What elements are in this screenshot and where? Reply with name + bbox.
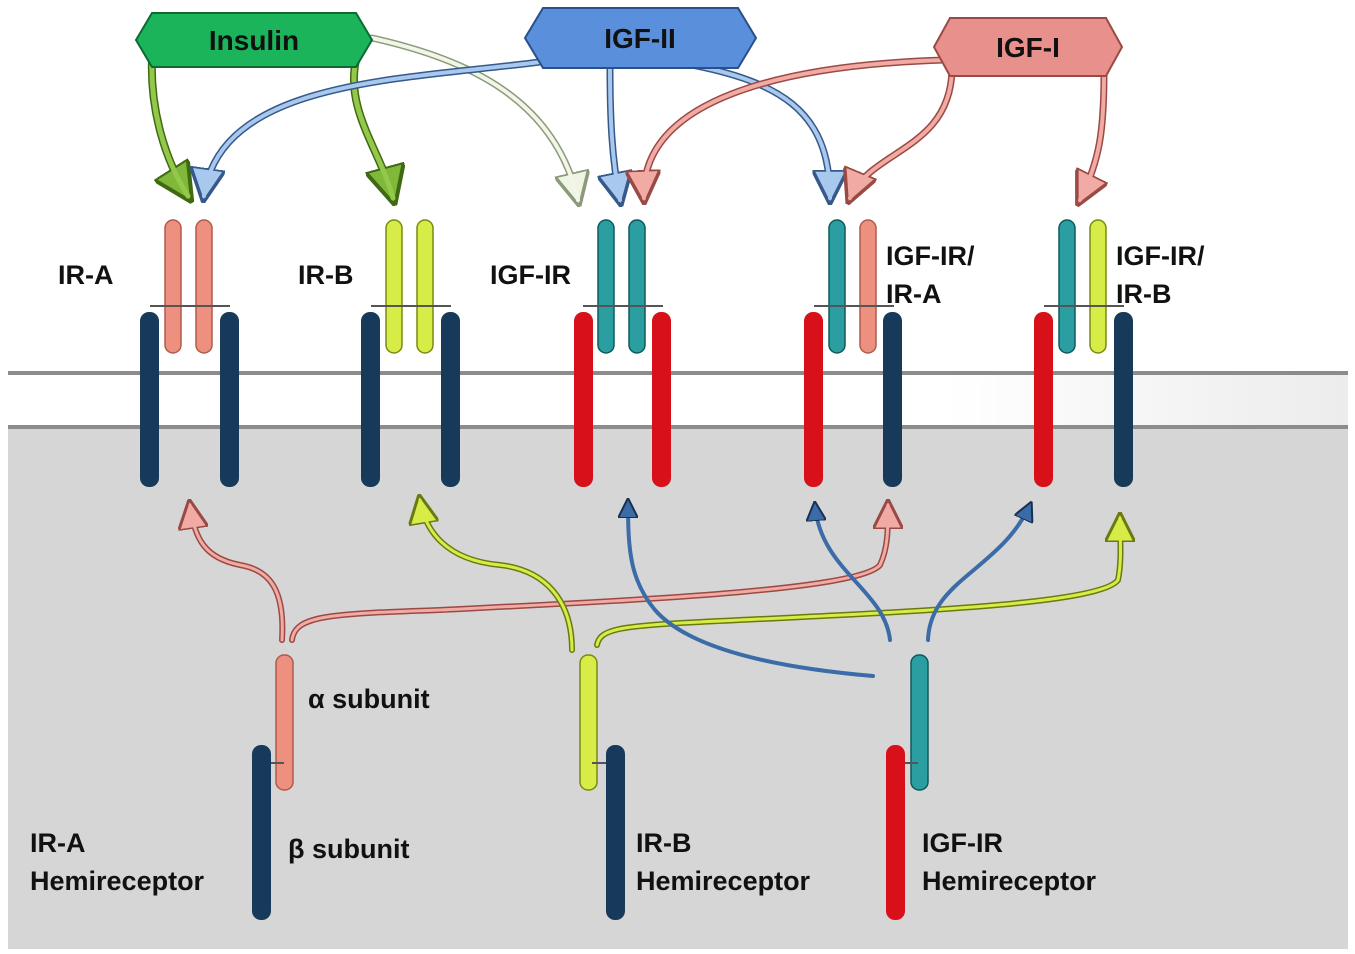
alpha-subunit [164,219,182,354]
receptor-igf-ir-ir-a-hybrid: IGF-IR/ IR-A [804,219,975,487]
ir-b-hemi-label-line2: Hemireceptor [636,866,811,896]
receptor-ir-b: IR-B [298,219,460,487]
beta-subunit [140,312,159,487]
hybrid-a-label-line1: IGF-IR/ [886,241,975,271]
beta-subunit-label: β subunit [288,834,409,864]
alpha-subunit [275,654,294,791]
beta-subunit [1114,312,1133,487]
hemireceptor-ir-b: IR-B Hemireceptor [579,654,811,920]
alpha-subunit [828,219,846,354]
assembly-arrows [190,500,1121,678]
beta-subunit [252,745,271,920]
alpha-subunit [1089,219,1107,354]
ir-b-hemi-label-line1: IR-B [636,828,692,858]
beta-subunit [361,312,380,487]
igf-ir-hemi-label-line1: IGF-IR [922,828,1003,858]
insulin-label: Insulin [209,25,299,56]
beta-subunit [606,745,625,920]
igf2-label: IGF-II [604,23,676,54]
receptor-ir-a: IR-A [58,219,239,487]
alpha-subunit [195,219,213,354]
beta-subunit [886,745,905,920]
receptor-igf-ir: IGF-IR [490,219,671,487]
arrow-igf-ir-hemi-to-igf-ir [628,502,875,678]
alpha-subunit [859,219,877,354]
alpha-subunit [385,219,403,354]
alpha-subunit [597,219,615,354]
ligand-igf1: IGF-I [932,17,1124,77]
igf-ir-hemi-label-line2: Hemireceptor [922,866,1097,896]
alpha-subunit [416,219,434,354]
ir-a-hemi-label-line2: Hemireceptor [30,866,205,896]
arrow-igf-ir-hemi-to-hybrid-b [926,505,1030,642]
insulin-badge-shape [134,12,374,68]
alpha-subunit [1058,219,1076,354]
beta-subunit [220,312,239,487]
beta-subunit [1034,312,1053,487]
beta-subunit [883,312,902,487]
alpha-subunit-label: α subunit [308,684,430,714]
hybrid-b-label-line2: IR-B [1116,279,1172,309]
hybrid-a-label-line2: IR-A [886,279,942,309]
igf1-badge-shape [932,17,1124,77]
beta-subunit [652,312,671,487]
igf1-label: IGF-I [996,32,1060,63]
igf2-badge-shape [523,7,758,69]
alpha-subunit [910,654,929,791]
hemireceptor-ir-a: α subunit β subunit IR-A Hemireceptor [30,654,430,920]
igf-ir-label: IGF-IR [490,260,571,290]
cell-membrane [8,372,1348,428]
ir-b-label: IR-B [298,260,354,290]
beta-subunit [804,312,823,487]
hemireceptor-igf-ir: IGF-IR Hemireceptor [886,654,1097,920]
ligand-binding-arrows [147,34,1104,200]
ir-a-label: IR-A [58,260,114,290]
hybrid-b-label-line1: IGF-IR/ [1116,241,1205,271]
alpha-subunit [628,219,646,354]
alpha-subunit [579,654,598,791]
ligand-insulin: Insulin [134,12,374,68]
ir-a-hemi-label-line1: IR-A [30,828,86,858]
beta-subunit [574,312,593,487]
receptor-igf-ir-ir-b-hybrid: IGF-IR/ IR-B [1034,219,1205,487]
ligand-igf2: IGF-II [523,7,758,69]
arrow-igf-ir-hemi-to-hybrid-a [815,505,892,642]
beta-subunit [441,312,460,487]
